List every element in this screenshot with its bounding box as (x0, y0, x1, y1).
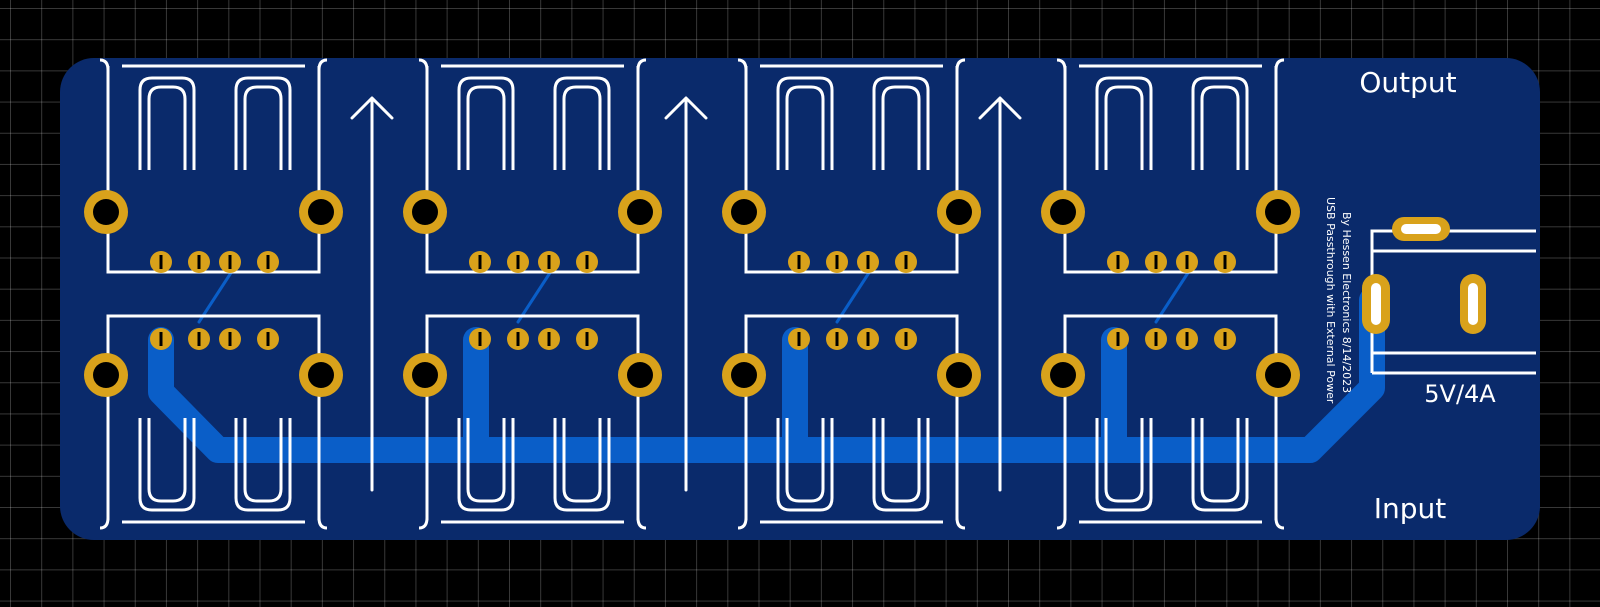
power-rating-label: 5V/4A (1424, 380, 1496, 408)
usb-port-column-4 (1041, 58, 1300, 530)
flow-arrow-2 (664, 96, 708, 492)
dc-power-jack (1362, 217, 1536, 375)
input-port-outline (425, 314, 640, 520)
input-port-outline (1063, 314, 1278, 520)
usb-port-column-1 (84, 58, 343, 530)
output-port-outline (425, 66, 640, 274)
description-text: USB Passthrough with External Power (1324, 197, 1337, 404)
input-label: Input (1374, 492, 1447, 525)
output-port-outline (1063, 66, 1278, 274)
usb-port-column-3 (722, 58, 981, 530)
output-label: Output (1359, 66, 1456, 99)
input-port-outline (106, 314, 321, 520)
flow-arrows (350, 96, 1022, 492)
flow-arrow-1 (350, 96, 394, 492)
usb-port-column-2 (403, 58, 662, 530)
credit-text: By Hessen Electronics 8/14/2023 (1340, 212, 1353, 393)
output-port-outline (744, 66, 959, 274)
output-port-outline (106, 66, 321, 274)
pcb-board (60, 58, 1540, 540)
usb-port-columns (84, 58, 1300, 530)
input-port-outline (744, 314, 959, 520)
flow-arrow-3 (978, 96, 1022, 492)
